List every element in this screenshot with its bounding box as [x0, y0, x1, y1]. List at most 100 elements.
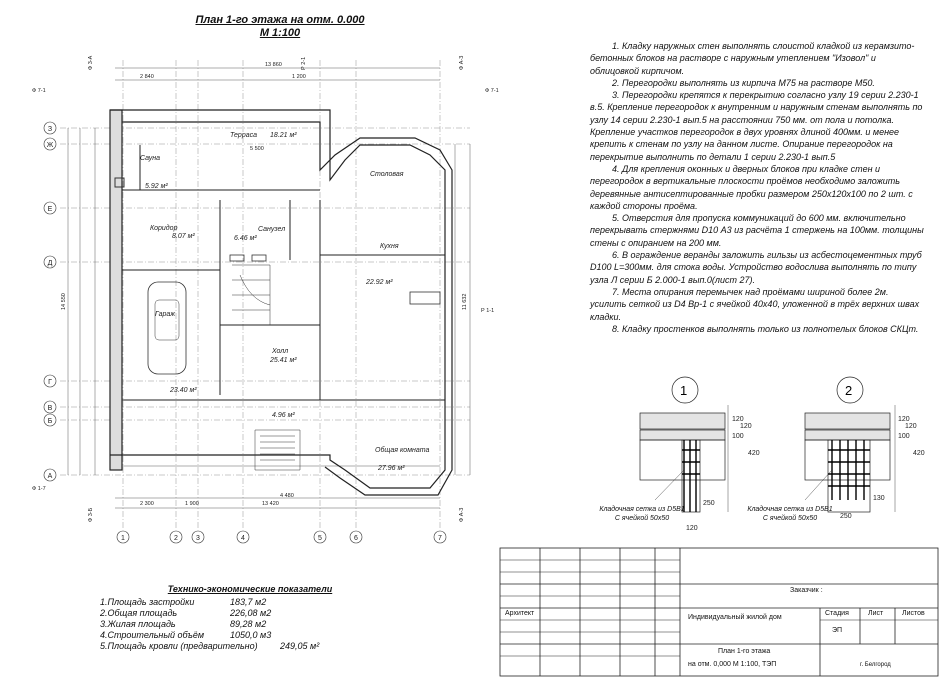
tep-row: 4.Строительный объём 1050,0 м3: [100, 630, 400, 641]
stamp-stage-header: Стадия: [825, 610, 849, 617]
stamp-sheet-title-2: на отм. 0,000 М 1:100, ТЭП: [688, 661, 777, 668]
tep-label: 1.Площадь застройки: [100, 597, 195, 607]
room-label-corridor: Коридор: [150, 224, 178, 232]
vestibule-area: 4.96 м²: [272, 412, 295, 419]
detail-1-callout: Кладочная сетка из D5B1 С ячейкой 50x50: [599, 506, 685, 522]
detail-2-callout: Кладочная сетка из D5B1 С ячейкой 50x50: [747, 506, 833, 522]
tep-value: 1050,0 м3: [230, 630, 272, 640]
note-8: 8. Кладку простенков выполнять только из…: [612, 323, 919, 334]
mark-top-3: Ф А-3: [459, 56, 465, 70]
dim-left-total: 14 550: [61, 293, 67, 310]
axis-bottom-6: 7: [438, 535, 442, 542]
detail-1-bottom: 120: [686, 525, 698, 532]
tep-value: 183,7 м2: [230, 597, 267, 607]
axis-left-5: В: [48, 405, 53, 412]
tep-label: 2.Общая площадь: [100, 608, 178, 618]
detail-1-dim-1: 100: [732, 433, 744, 440]
mark-top-4: Ф 7-1: [485, 88, 499, 94]
note-5: 5. Отверстия для пропуска коммуникаций д…: [590, 213, 924, 248]
tep-table: Технико-экономические показатели 1.Площа…: [100, 584, 400, 652]
detail-2-dim-1: 100: [898, 433, 910, 440]
dim-top-b: 5 500: [250, 146, 264, 152]
detail-2-dim-0: 120: [898, 416, 910, 423]
dim-top-c: 1 200: [292, 74, 306, 80]
dim-bottom-b: 1 900: [185, 501, 199, 507]
detail-1-dim-0: 120: [732, 416, 744, 423]
stamp-sheet-header: Лист: [868, 610, 884, 617]
room-label-kitchen: Кухня: [380, 243, 399, 250]
note-7: 7. Места опирания перемычек над проёмами…: [590, 286, 920, 322]
mark-top-2: Р 2-1: [301, 57, 307, 70]
axis-left-1: Ж: [47, 142, 54, 149]
room-area-garage: 23.40 м²: [169, 387, 197, 394]
room-area-corridor: 8.07 м²: [172, 233, 195, 240]
detail-2-bottom: 250: [840, 513, 852, 520]
mark-bottom-0: Ф 3-Б: [88, 507, 94, 522]
mark-top-1: Ф 3-А: [88, 55, 94, 70]
room-area-sauna: 5.92 м²: [145, 183, 168, 190]
tep-row: 3.Жилая площадь 89,28 м2: [100, 619, 400, 630]
mark-bottom-2: Ф А-3: [459, 508, 465, 522]
axis-left-3: Д: [48, 260, 53, 267]
tep-label: 5.Площадь кровли (предварительно): [100, 641, 258, 651]
detail-2-dim-2: 120: [905, 423, 917, 430]
tep-value: 89,28 м2: [230, 619, 267, 629]
axis-left-7: А: [48, 473, 53, 480]
dim-bottom-c: 4 480: [280, 493, 294, 499]
tep-row: 5.Площадь кровли (предварительно) 249,05 …: [100, 641, 400, 652]
stamp-stage: ЭП: [832, 627, 843, 634]
axis-bottom-0: 1: [121, 535, 125, 542]
mark-right-0: Р 1-1: [481, 308, 494, 314]
detail-1-dim-2: 120: [740, 423, 752, 430]
tep-label: 3.Жилая площадь: [100, 619, 176, 629]
room-area-living: 27.96 м²: [377, 465, 405, 472]
dim-top-total: 13 860: [265, 62, 282, 68]
stamp-sheets-header: Листов: [902, 610, 925, 617]
tep-value: 249,05 м²: [280, 641, 320, 651]
detail-2-dim-3: 420: [913, 450, 925, 457]
room-label-living: Общая комната: [375, 446, 429, 454]
tep-row: 1.Площадь застройки 183,7 м2: [100, 597, 400, 608]
dim-right-total: 11 632: [462, 294, 468, 310]
axis-left-6: Б: [48, 418, 53, 425]
dim-bottom-a: 2 300: [140, 501, 154, 507]
room-label-dining: Столовая: [370, 171, 404, 178]
tep-label: 4.Строительный объём: [100, 630, 205, 640]
axis-bottom-3: 4: [241, 535, 245, 542]
room-label-bathroom: Санузел: [258, 226, 285, 233]
general-notes: 1. Кладку наружных стен выполнять слоист…: [590, 40, 925, 335]
axis-bottom-1: 2: [174, 535, 178, 542]
tep-heading: Технико-экономические показатели: [167, 584, 333, 594]
detail-2-number: 2: [845, 383, 852, 398]
dim-top-a: 2 840: [140, 74, 154, 80]
note-1: 1. Кладку наружных стен выполнять слоист…: [590, 41, 915, 76]
note-3: 3. Перегородки крепятся к перекрытию сог…: [590, 90, 923, 162]
stamp-city: г. Белгород: [860, 662, 891, 668]
detail-2-dim-4: 130: [873, 495, 885, 502]
drawing-scale: М 1:100: [259, 27, 301, 39]
room-area-hall: 25.41 м²: [269, 357, 297, 364]
room-label-terrace: Терраса: [230, 132, 257, 139]
mark-top-0: Ф 7-1: [32, 88, 46, 94]
note-4: 4. Для крепления оконных и дверных блоко…: [590, 163, 913, 211]
stamp-architect: Архитект: [505, 610, 535, 617]
note-6: 6. В ограждение веранды заложить гильзы …: [590, 250, 922, 285]
axis-left-4: Г: [48, 379, 52, 386]
room-area-kitchen: 22.92 м²: [365, 279, 393, 286]
detail-1-dim-3: 420: [748, 450, 760, 457]
axis-left-2: Е: [48, 206, 53, 213]
room-area-terrace: 18.21 м²: [270, 132, 297, 139]
axis-left-0: З: [48, 126, 52, 133]
note-2: 2. Перегородки выполнять из кирпича М75 …: [612, 77, 875, 88]
detail-1-number: 1: [680, 383, 687, 398]
stamp-sheet-title-1: План 1-го этажа: [718, 648, 771, 655]
drawing-title-line1: План 1-го этажа на отм. 0.000: [195, 14, 365, 26]
dim-bottom-total: 13 420: [262, 501, 279, 507]
room-label-garage: Гараж: [155, 311, 176, 318]
mark-bottom-1: Ф 1-7: [32, 486, 46, 492]
detail-1-dim-4: 250: [703, 500, 715, 507]
axis-bottom-4: 5: [318, 535, 322, 542]
room-label-hall: Холл: [271, 348, 288, 355]
